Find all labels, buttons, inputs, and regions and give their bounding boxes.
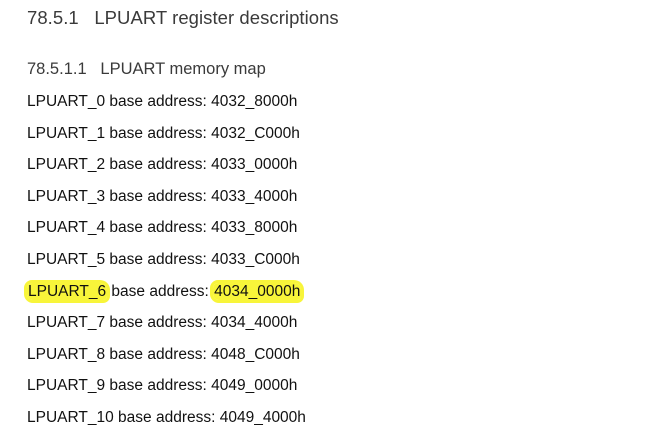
section-heading: 78.5.1 LPUART register descriptions (27, 7, 339, 29)
base-address-entry: LPUART_0 base address: 4032_8000h (27, 93, 306, 125)
base-address-entry: LPUART_10 base address: 4049_4000h (27, 409, 306, 441)
base-address-entry: LPUART_9 base address: 4049_0000h (27, 377, 306, 409)
peripheral-name: LPUART_4 (27, 219, 106, 237)
peripheral-name: LPUART_5 (27, 250, 106, 268)
base-address-entry: LPUART_4 base address: 4033_8000h (27, 219, 306, 251)
base-address-label: base address: (105, 377, 212, 395)
base-address-entry: LPUART_5 base address: 4033_C000h (27, 251, 306, 283)
base-address-label: base address: (105, 156, 212, 174)
base-address-entry-highlighted: LPUART_6 base address: 4034_0000h (27, 282, 306, 315)
highlighted-peripheral-name: LPUART_6 (27, 282, 108, 300)
peripheral-name: LPUART_0 (27, 93, 106, 110)
peripheral-name: LPUART_9 (27, 377, 106, 395)
base-address-label: base address: (105, 219, 212, 237)
base-address-entry: LPUART_1 base address: 4032_C000h (27, 125, 306, 157)
base-address-label: base address: (107, 282, 214, 300)
base-address-value: 4033_C000h (211, 250, 300, 268)
base-address-value: 4034_4000h (211, 314, 298, 332)
base-address-label: base address: (105, 93, 212, 110)
highlighted-base-address-value: 4034_0000h (213, 282, 302, 300)
peripheral-name: LPUART_8 (27, 345, 106, 363)
base-address-label: base address: (105, 187, 212, 205)
base-address-value: 4032_8000h (211, 93, 298, 110)
base-address-entry: LPUART_7 base address: 4034_4000h (27, 314, 306, 346)
base-address-value: 4048_C000h (211, 345, 300, 363)
base-address-label: base address: (105, 345, 212, 363)
base-address-value: 4049_0000h (211, 377, 298, 395)
base-address-value: 4033_4000h (211, 187, 298, 205)
peripheral-name: LPUART_7 (27, 314, 106, 332)
base-address-value: 4033_0000h (211, 156, 298, 174)
base-address-entry: LPUART_2 base address: 4033_0000h (27, 156, 306, 188)
base-address-value: 4049_4000h (219, 408, 306, 426)
base-address-label: base address: (105, 314, 212, 332)
peripheral-name: LPUART_10 (27, 408, 114, 426)
peripheral-name: LPUART_2 (27, 156, 106, 174)
base-address-list: LPUART_0 base address: 4032_8000h LPUART… (27, 93, 306, 441)
base-address-label: base address: (113, 408, 220, 426)
section-title: LPUART register descriptions (94, 7, 339, 28)
base-address-value: 4033_8000h (211, 219, 298, 237)
subsection-number: 78.5.1.1 (27, 60, 87, 78)
peripheral-name: LPUART_1 (27, 124, 106, 142)
base-address-label: base address: (105, 124, 212, 142)
subsection-title: LPUART memory map (100, 60, 266, 78)
subsection-heading: 78.5.1.1 LPUART memory map (27, 60, 266, 79)
base-address-entry: LPUART_3 base address: 4033_4000h (27, 188, 306, 220)
base-address-label: base address: (105, 250, 212, 268)
peripheral-name: LPUART_3 (27, 187, 106, 205)
base-address-entry: LPUART_8 base address: 4048_C000h (27, 346, 306, 378)
section-number: 78.5.1 (27, 7, 79, 28)
base-address-value: 4032_C000h (211, 124, 300, 142)
